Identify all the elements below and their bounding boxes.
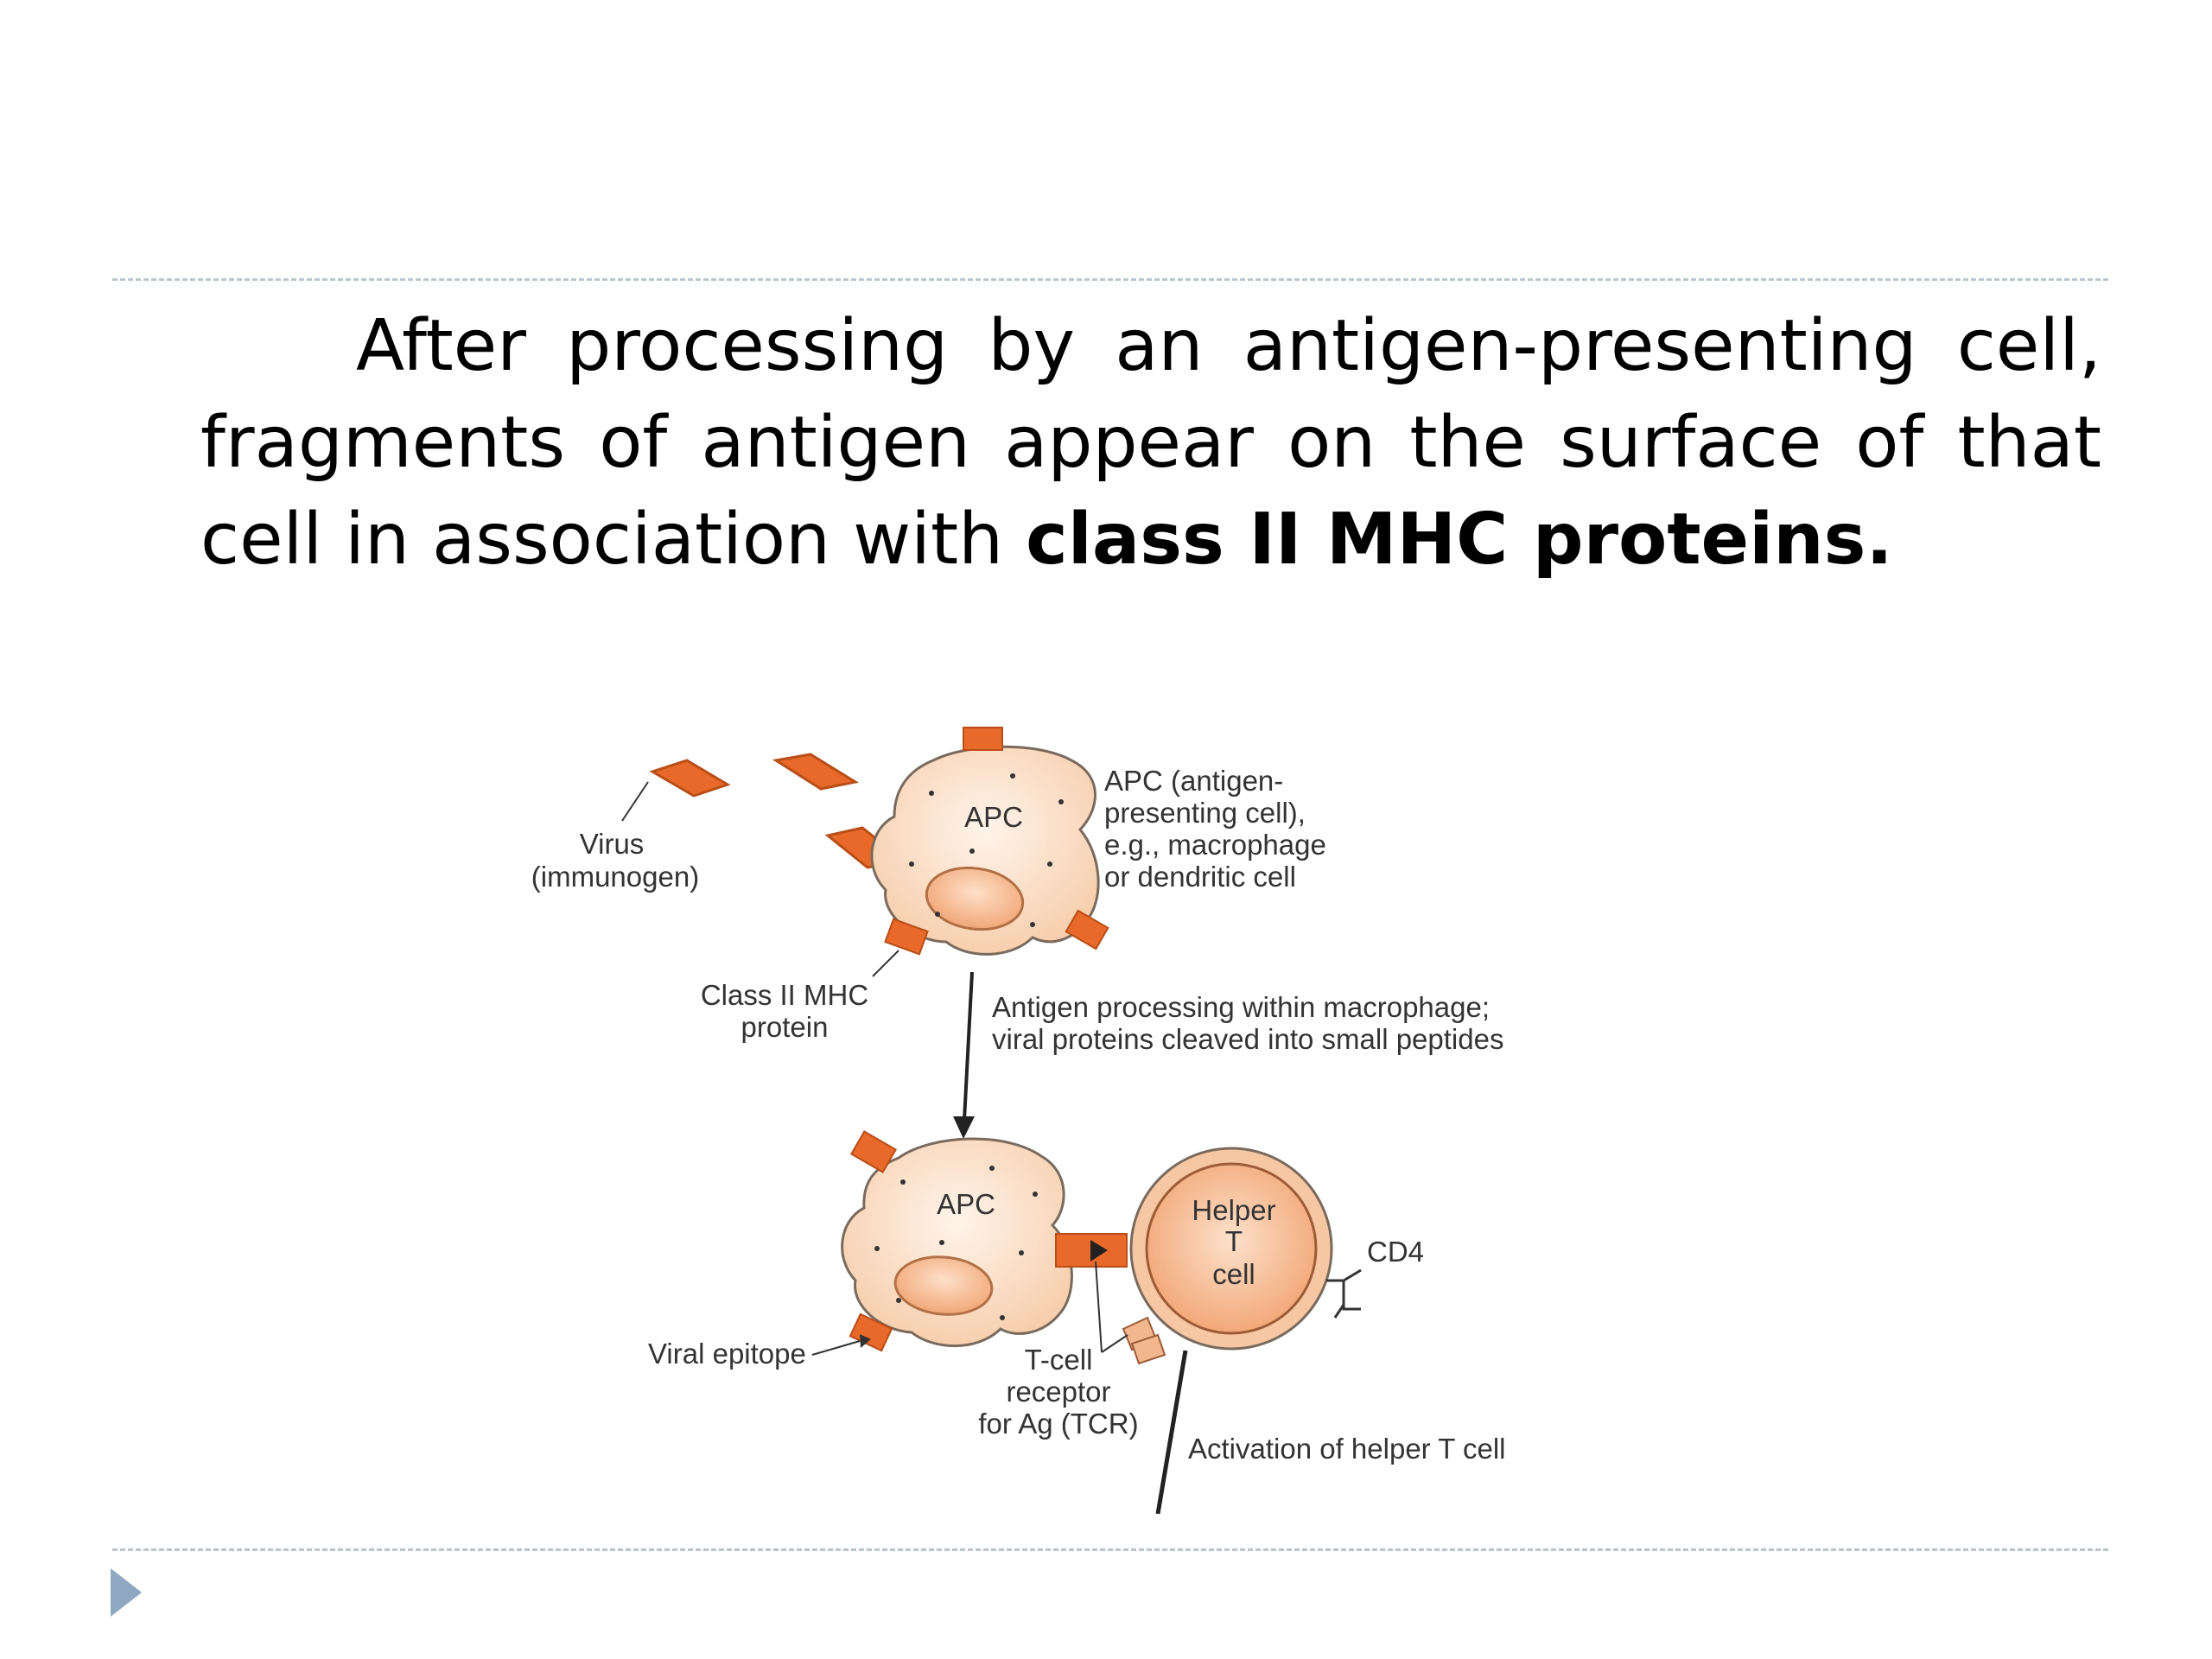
granule: [1000, 1315, 1005, 1320]
epitope-arrowhead: [860, 1334, 871, 1348]
tcr-label: T-cell: [1025, 1344, 1093, 1376]
tcr-fragment: [1130, 1333, 1166, 1365]
mhc-label-sub: protein: [741, 1011, 829, 1043]
apc-description-line: APC (antigen-: [1104, 765, 1283, 797]
granule: [989, 1166, 995, 1171]
granule: [1030, 922, 1035, 927]
granule: [1047, 861, 1052, 867]
slide-paragraph: After processing by an antigen-presentin…: [200, 298, 2101, 588]
virus-label: Virus: [580, 828, 645, 860]
t-cell-inner-body: [1145, 1162, 1318, 1335]
mhc-protein: [1065, 909, 1109, 950]
mhc-label: Class II MHC: [701, 979, 868, 1011]
virus-label-sub: (immunogen): [531, 861, 699, 893]
viral-peptide: [1090, 1240, 1108, 1262]
paragraph-bold-text: class II MHC proteins.: [1026, 499, 1893, 581]
paragraph-text: After processing by an antigen-presentin…: [200, 305, 2101, 581]
apc-bottom-label: APC: [937, 1188, 995, 1220]
tcr-pointer-line: [1101, 1334, 1128, 1353]
bottom-divider: [112, 1548, 2108, 1551]
processing-label-sub: viral proteins cleaved into small peptid…: [992, 1023, 1503, 1055]
t-cell-label: Helper: [1192, 1194, 1275, 1226]
helper-t-cell: Helper T cell: [1129, 1147, 1333, 1351]
granule: [939, 1240, 944, 1245]
granule: [874, 1246, 880, 1251]
apc-bottom-nucleus: [893, 1255, 994, 1316]
mhc-pointer-line: [872, 950, 899, 977]
epitope-pointer-line: [811, 1340, 861, 1356]
granule: [1010, 773, 1015, 779]
mhc-protein: [963, 727, 1003, 751]
slide-bullet-icon: [111, 1568, 142, 1617]
processing-arrowhead: [953, 1116, 975, 1139]
apc-top-label: APC: [964, 801, 1023, 833]
virus-pointer-line: [621, 781, 649, 822]
granule: [896, 1298, 901, 1303]
t-cell-label: T: [1225, 1225, 1243, 1257]
processing-arrow: [963, 971, 974, 1121]
cd4-label: CD4: [1367, 1236, 1424, 1268]
t-cell-label: cell: [1212, 1258, 1255, 1290]
granule: [1033, 1192, 1038, 1197]
apc-top: APC: [870, 727, 1109, 956]
granule: [1019, 1250, 1024, 1255]
mhc-protein: [849, 1130, 898, 1173]
apc-description-line: or dendritic cell: [1104, 861, 1296, 893]
epitope-label: Viral epitope: [648, 1338, 806, 1370]
processing-label: Antigen processing within macrophage;: [992, 991, 1490, 1023]
virus-particles: [649, 753, 906, 869]
apc-description-line: presenting cell),: [1104, 797, 1306, 829]
granule: [929, 791, 934, 796]
tcr-label: for Ag (TCR): [978, 1408, 1138, 1440]
granule: [969, 849, 975, 854]
granule: [1058, 799, 1064, 804]
activation-label: Activation of helper T cell: [1188, 1433, 1505, 1465]
virus-particle: [649, 759, 731, 798]
granule: [900, 1179, 906, 1185]
top-divider: [112, 278, 2108, 281]
apc-description-line: e.g., macrophage: [1104, 829, 1326, 861]
granule: [909, 861, 914, 867]
apc-top-nucleus: [925, 866, 1025, 931]
granule: [935, 912, 940, 917]
mhc-protein: [884, 918, 929, 956]
activation-arrow-line: [1155, 1350, 1188, 1515]
cd4-receptor: [1326, 1268, 1362, 1319]
apc-bottom: APC: [841, 1130, 1073, 1352]
virus-particle: [772, 753, 860, 791]
tcr-label: receptor: [1006, 1376, 1110, 1408]
tcr-pointer-line: [1095, 1261, 1103, 1353]
